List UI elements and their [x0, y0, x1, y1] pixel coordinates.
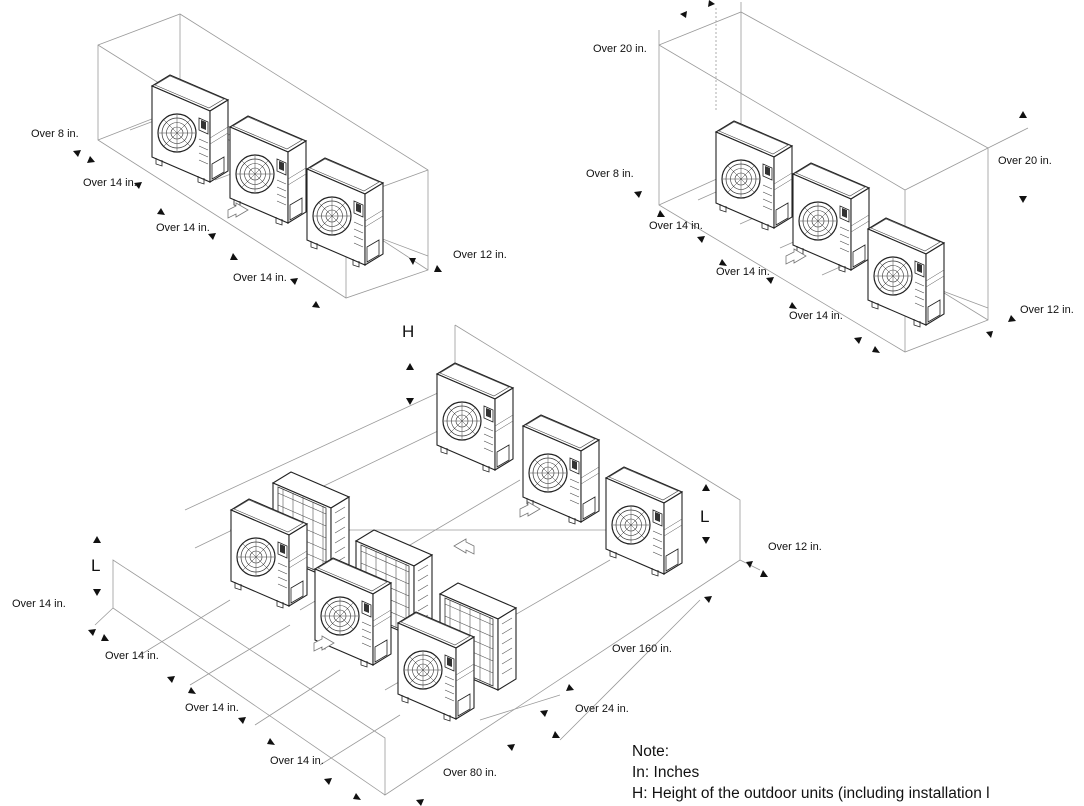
- note-line-inches: In: Inches: [632, 764, 700, 781]
- length-marker-label: L: [91, 556, 101, 575]
- dimension-label: Over 14 in.: [156, 222, 210, 234]
- dimension-label: Over 14 in.: [185, 702, 239, 714]
- dimension-label: Over 14 in.: [649, 220, 703, 232]
- dimension-label: Over 24 in.: [575, 703, 629, 715]
- dimension-label: Over 8 in.: [31, 128, 79, 140]
- dimension-label: Over 14 in.: [270, 755, 324, 767]
- height-marker-label: H: [402, 322, 415, 341]
- dimension-label: Over 12 in.: [1020, 304, 1074, 316]
- dimension-label: Over 12 in.: [768, 541, 822, 553]
- dimension-label: Over 160 in.: [612, 643, 672, 655]
- dimension-label: Over 14 in.: [716, 266, 770, 278]
- dimension-label: Over 20 in.: [998, 155, 1052, 167]
- note-title: Note:: [632, 743, 670, 760]
- dimension-label: Over 8 in.: [586, 168, 634, 180]
- dimension-label: Over 14 in.: [105, 650, 159, 662]
- dimension-label: Over 20 in.: [593, 43, 647, 55]
- dimension-label: Over 14 in.: [12, 598, 66, 610]
- dimension-label: Over 80 in.: [443, 767, 497, 779]
- dimension-label: Over 14 in.: [83, 177, 137, 189]
- note-line-height: H: Height of the outdoor units (includin…: [632, 785, 990, 802]
- dimension-label: Over 14 in.: [789, 310, 843, 322]
- length-marker-label: L: [700, 507, 710, 526]
- dimension-label: Over 14 in.: [233, 272, 287, 284]
- note-block: Note: In: Inches H: Height of the outdoo…: [632, 741, 990, 804]
- dimension-label: Over 12 in.: [453, 249, 507, 261]
